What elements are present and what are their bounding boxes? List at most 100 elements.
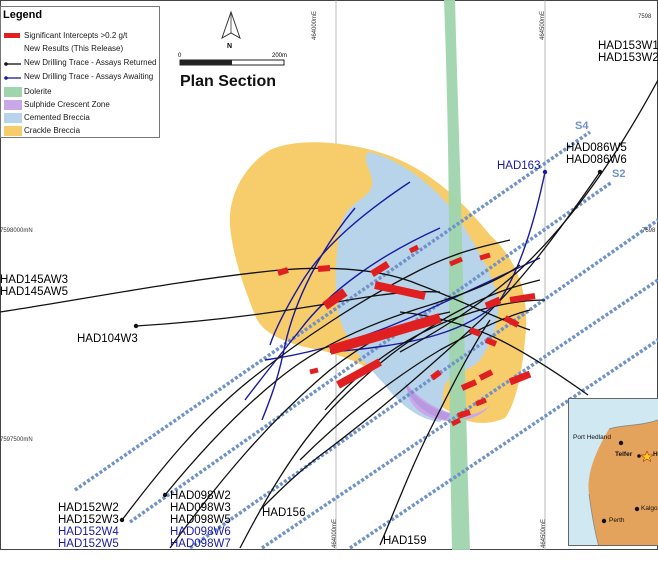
scale-bar [179,59,285,66]
hole-label: HAD152W4 [58,526,119,538]
trace-had159 [379,319,491,546]
intercept [509,293,536,303]
intercept [408,244,420,254]
inset-label-perth: Perth [609,517,625,524]
blue-trace-icon [4,71,22,83]
hole-label: HAD153W1 [598,40,658,52]
section-label-s2: S2 [612,168,626,180]
hole-label: HAD098W7 [170,538,231,550]
section-line-3 [188,218,658,550]
hole-label: HAD098W2 [170,490,231,502]
hole-label: HAD152W5 [58,538,119,550]
intercept [450,417,462,427]
trace-extra-4 [299,309,531,461]
grid-label-n-right-mid: 7598 [642,228,656,234]
hole-label: HAD086W5 [566,142,627,154]
intercept [336,358,382,389]
legend-label: New Drilling Trace - Assays Returned [24,58,157,67]
intercept [508,370,532,386]
trace-awaiting-2 [269,181,411,346]
intercept [277,267,289,276]
trace-awaiting-3 [261,207,356,421]
sulphide-crescent-zone-2 [405,382,450,420]
yellow-box-icon [4,126,22,136]
trace-had098 [164,264,521,496]
collar-had098 [162,492,168,498]
grid-label-e2-top: 464500mE [540,10,546,40]
collar-had163 [542,169,548,175]
intercept [309,367,319,375]
intercept [460,379,478,391]
inset-label-telfer: Telfer [615,451,633,458]
intercept [328,313,442,355]
location-inset-map: Port Hedland Telfer Ha Perth Kalgo [568,398,658,546]
legend-label: New Results (This Release) [24,44,124,53]
legend-item-returned: New Drilling Trace - Assays Returned [1,57,161,70]
hole-label: HAD145AW5 [0,286,68,298]
drill-traces-awaiting [244,171,546,421]
section-label-s4: S4 [575,120,589,132]
legend-item-sulphide: Sulphide Crescent Zone [1,99,161,112]
intercept [449,256,463,267]
scale-end: 200m [272,53,288,59]
hole-label: HAD163 [497,160,541,172]
collar-had104w3 [133,323,139,329]
hole-label: HAD098W6 [170,526,231,538]
grid-label-n1: 7598000mN [0,228,33,234]
green-box-icon [4,87,22,97]
inset-label-havieron: Ha [653,451,658,458]
black-trace-icon [4,57,22,69]
hole-label: HAD159 [383,535,427,547]
purple-box-icon [4,100,22,110]
legend-item-new-results: New Results (This Release) [1,43,161,56]
collar-markers [119,169,603,523]
intercept [430,369,442,381]
legend-label: Sulphide Crescent Zone [24,100,110,109]
legend-label: Cemented Breccia [24,113,90,122]
north-arrow-icon [221,10,241,40]
hole-label: HAD156 [262,507,306,519]
legend-label: Dolerite [24,87,52,96]
collar-had152 [119,517,125,523]
trace-had152 [121,239,511,521]
collar-had086 [597,169,603,175]
hole-label: HAD104W3 [77,333,138,345]
hole-label: HAD098W5 [170,514,231,526]
intercept [479,252,491,261]
hole-label: HAD098W3 [170,502,231,514]
intercept [457,409,471,419]
grid-label-e1-top: 464000mE [312,10,318,40]
grid-label-n2: 7597500mN [0,437,33,443]
lightblue-box-icon [4,113,22,123]
intercept [503,315,520,328]
intercept [322,288,348,310]
hole-label: HAD152W2 [58,502,119,514]
legend-item-intercepts: Significant Intercepts >0.2 g/t [1,30,161,43]
hole-label: HAD086W6 [566,154,627,166]
section-line-s4 [74,130,591,492]
page-title: Plan Section [180,73,277,90]
legend-label: Significant Intercepts >0.2 g/t [24,31,128,40]
hole-label: HAD153W2 [598,52,658,64]
hole-label: HAD152W3 [58,514,119,526]
legend-item-awaiting: New Drilling Trace - Assays Awaiting [1,71,161,84]
legend-title: Legend [3,9,43,21]
intercept [484,337,498,347]
intercept [468,327,482,337]
legend-item-cemented: Cemented Breccia [1,112,161,125]
legend-item-dolerite: Dolerite [1,86,161,99]
section-line-s2 [128,180,614,524]
legend: Legend Significant Intercepts >0.2 g/t N… [0,6,160,138]
section-lines [74,130,658,550]
legend-item-crackle: Crackle Breccia [1,125,161,138]
trace-had153 [399,79,658,353]
inset-label-port-hedland: Port Hedland [573,434,611,441]
intercept [317,265,331,272]
grid-label-e2-bottom: 464500mE [541,518,547,548]
scale-start: 0 [178,53,182,59]
inset-label-kalgoorlie: Kalgo [641,505,658,512]
north-label: N [227,43,233,50]
hole-label: HAD145AW3 [0,274,68,286]
red-bar-icon [4,30,22,42]
